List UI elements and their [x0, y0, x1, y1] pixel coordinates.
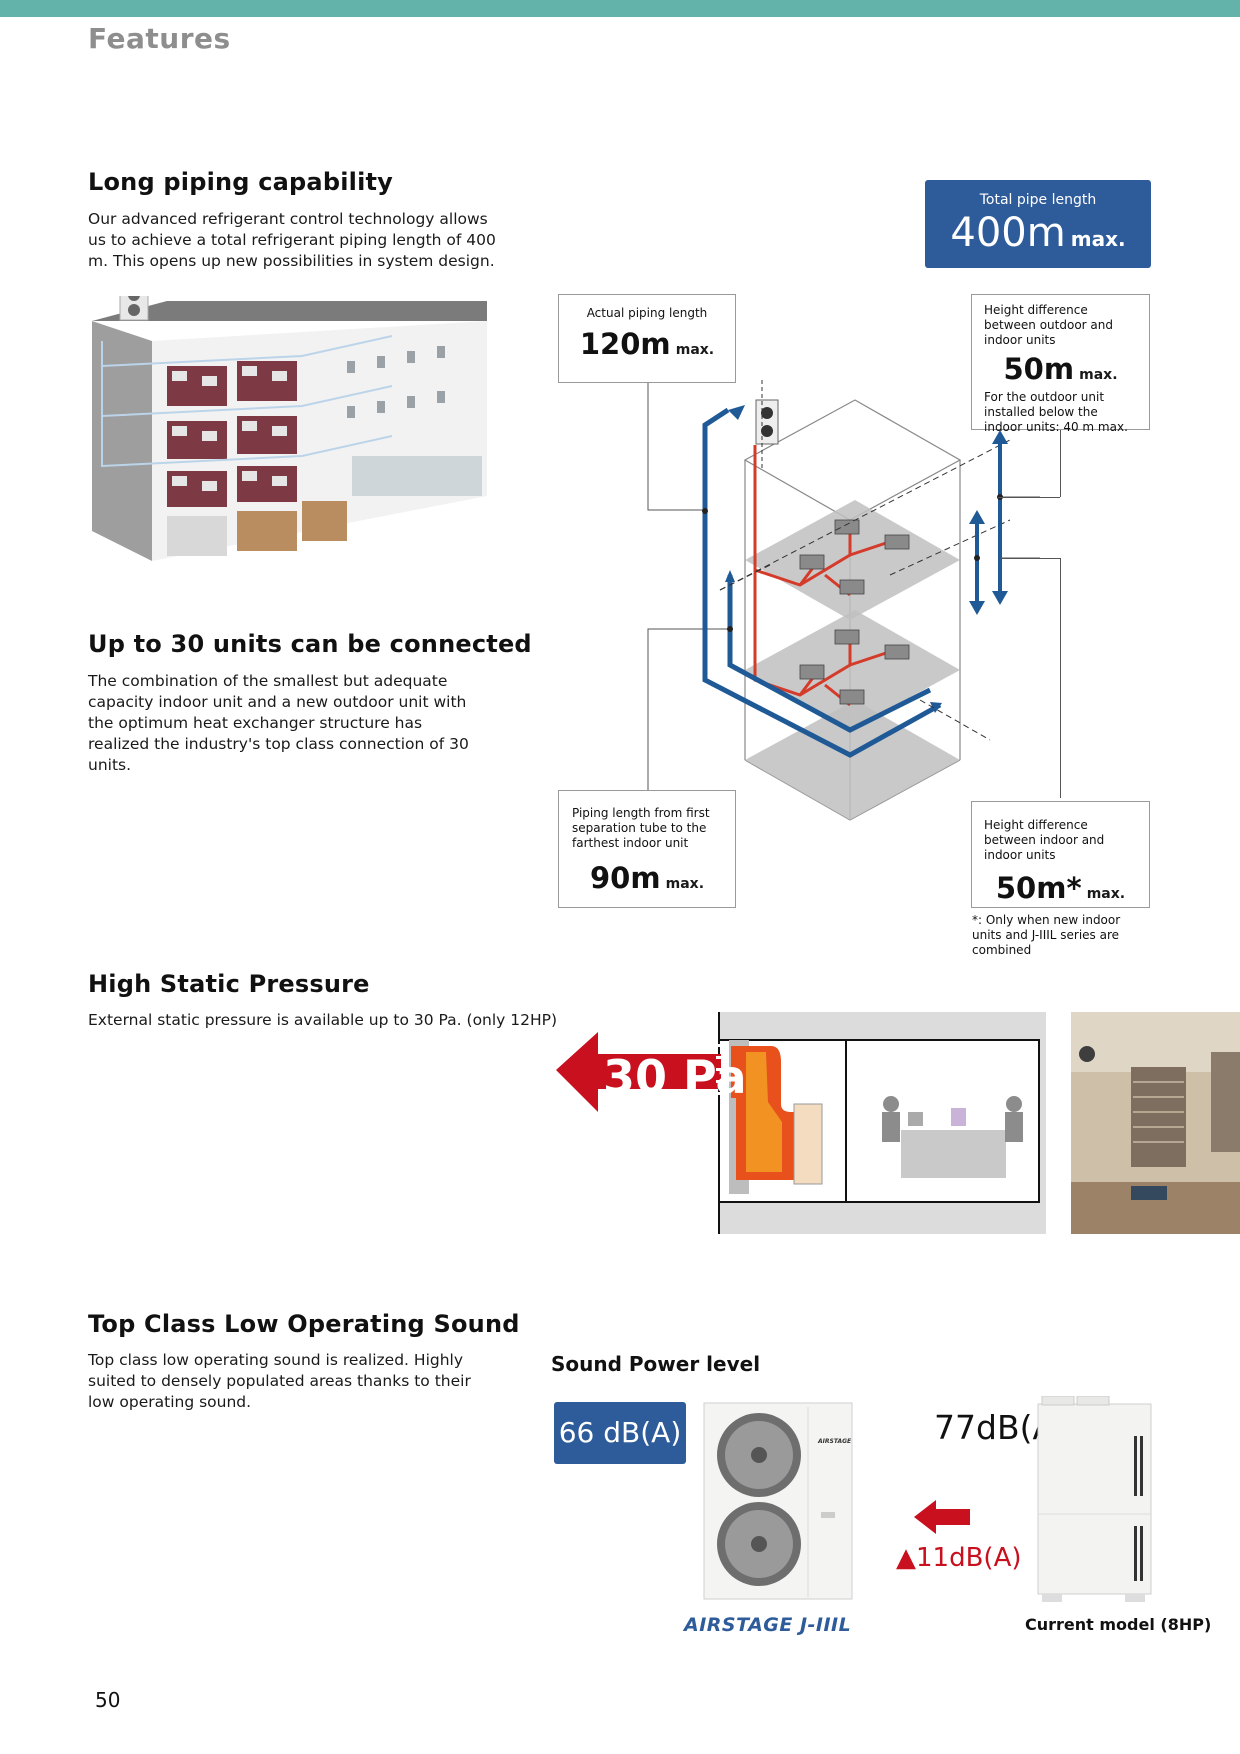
heading-long-piping: Long piping capability [88, 168, 394, 196]
total-pipe-length-suffix: max. [1070, 227, 1126, 251]
sound-difference: ▲11dB(A) [896, 1543, 1022, 1573]
header-accent-bar [0, 0, 1240, 17]
total-pipe-length-value: 400m [950, 210, 1066, 256]
height-indoor-indoor-box: Height difference between indoor and ind… [971, 801, 1150, 908]
static-pressure-arrow-label: 30 Pa [603, 1050, 747, 1104]
leader-line [1060, 558, 1061, 798]
diagram-footnote: *: Only when new indoor units and J-IIIL… [972, 913, 1121, 957]
height-indoor-indoor-suffix: max. [1086, 886, 1126, 902]
height-outdoor-indoor-box: Height difference between outdoor and in… [971, 294, 1150, 434]
difference-arrow-icon [914, 1500, 970, 1534]
airstage-brand-logo: AIRSTAGE J-IIIL [684, 1614, 852, 1636]
actual-piping-length-label: Actual piping length [586, 306, 708, 320]
text-up-to-30-units: The combination of the smallest but adeq… [88, 672, 469, 774]
piping-diagram [647, 380, 1040, 821]
heading-high-static-pressure: High Static Pressure [88, 970, 370, 998]
text-high-static-pressure: External static pressure is available up… [88, 1011, 558, 1029]
unit-brand-badge: AIRSTAGE [818, 1438, 852, 1445]
sound-power-level-title: Sound Power level [551, 1352, 761, 1376]
street-building-photo [1071, 1012, 1240, 1234]
page-title: Features [88, 22, 231, 55]
first-separation-label: Piping length from first separation tube… [572, 806, 710, 850]
first-separation-value: 90m [589, 861, 661, 895]
static-pressure-illustration [556, 1012, 1046, 1234]
first-separation-suffix: max. [665, 876, 705, 892]
total-pipe-length-badge: Total pipe length 400m max. [925, 180, 1151, 268]
height-outdoor-indoor-suffix: max. [1079, 367, 1118, 383]
height-indoor-indoor-value: 50m* [995, 871, 1082, 905]
current-model-caption: Current model (8HP) [1025, 1615, 1212, 1634]
heading-low-sound: Top Class Low Operating Sound [88, 1310, 520, 1338]
actual-piping-length-value: 120m [579, 327, 671, 361]
height-outdoor-indoor-label: Height difference between outdoor and in… [984, 303, 1113, 347]
text-long-piping: Our advanced refrigerant control technol… [88, 210, 496, 270]
total-pipe-length-label: Total pipe length [979, 192, 1097, 208]
leader-line [1000, 558, 1060, 559]
height-indoor-indoor-label: Height difference between indoor and ind… [984, 818, 1105, 862]
page-number: 50 [95, 1688, 121, 1712]
new-outdoor-unit-image [703, 1402, 853, 1600]
actual-piping-length-box: Actual piping length 120m max. [558, 294, 736, 383]
height-outdoor-indoor-value: 50m [1003, 352, 1075, 386]
height-outdoor-indoor-note: For the outdoor unit installed below the… [984, 390, 1128, 434]
new-model-sound-badge: 66 dB(A) [554, 1402, 686, 1464]
leader-line [1060, 430, 1061, 497]
leader-line [998, 497, 1060, 498]
actual-piping-length-suffix: max. [675, 342, 715, 358]
new-model-sound-value: 66 dB(A) [558, 1416, 682, 1449]
heading-up-to-30-units: Up to 30 units can be connected [88, 630, 532, 658]
text-low-sound: Top class low operating sound is realize… [88, 1351, 471, 1411]
building-cutaway-illustration [92, 296, 487, 561]
first-separation-box: Piping length from first separation tube… [558, 790, 736, 908]
current-model-unit-image [1037, 1396, 1152, 1602]
